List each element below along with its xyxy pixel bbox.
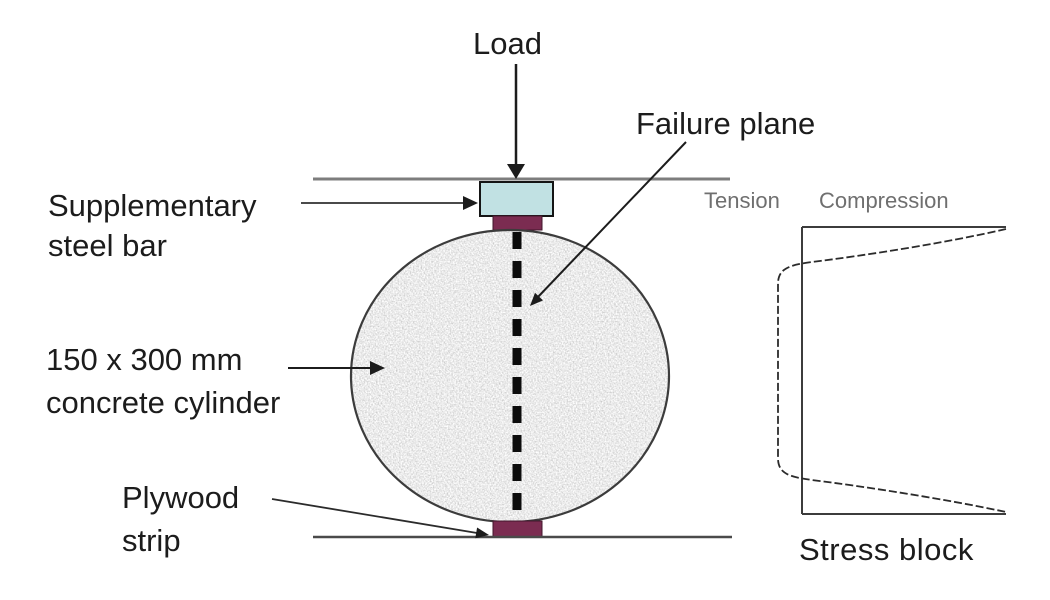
plywood-strip-label-line2: strip (122, 523, 181, 558)
steel-bar-rect (479, 181, 554, 217)
supplementary-steel-bar-label-line2: steel bar (48, 228, 167, 263)
steel-bar-leader-arrow (301, 196, 478, 210)
tension-label: Tension (704, 188, 780, 213)
supplementary-steel-bar-label: Supplementary steel bar (48, 186, 257, 266)
stress-block-label: Stress block (799, 532, 974, 567)
plywood-strip-leader-arrow (271, 498, 489, 539)
concrete-cylinder-label-line1: 150 x 300 mm (46, 342, 243, 377)
load-arrow (507, 64, 525, 179)
concrete-cylinder-leader-arrow (288, 361, 385, 375)
plywood-strip-label: Plywood strip (122, 476, 239, 562)
supplementary-steel-bar-label-line1: Supplementary (48, 188, 257, 223)
concrete-cylinder-texture (351, 230, 669, 522)
plywood-strip-bottom-rect (492, 520, 543, 538)
stress-block-diagram (777, 226, 1007, 515)
load-label: Load (473, 26, 542, 61)
concrete-cylinder-label-line2: concrete cylinder (46, 385, 281, 420)
failure-plane-leader-arrow (530, 141, 687, 306)
stress-distribution-curve (777, 228, 1007, 513)
concrete-cylinder-label: 150 x 300 mm concrete cylinder (46, 338, 280, 424)
compression-label: Compression (819, 188, 949, 213)
plywood-strip-top-rect (492, 215, 543, 231)
failure-plane-label: Failure plane (636, 106, 816, 141)
plywood-strip-label-line1: Plywood (122, 480, 240, 515)
